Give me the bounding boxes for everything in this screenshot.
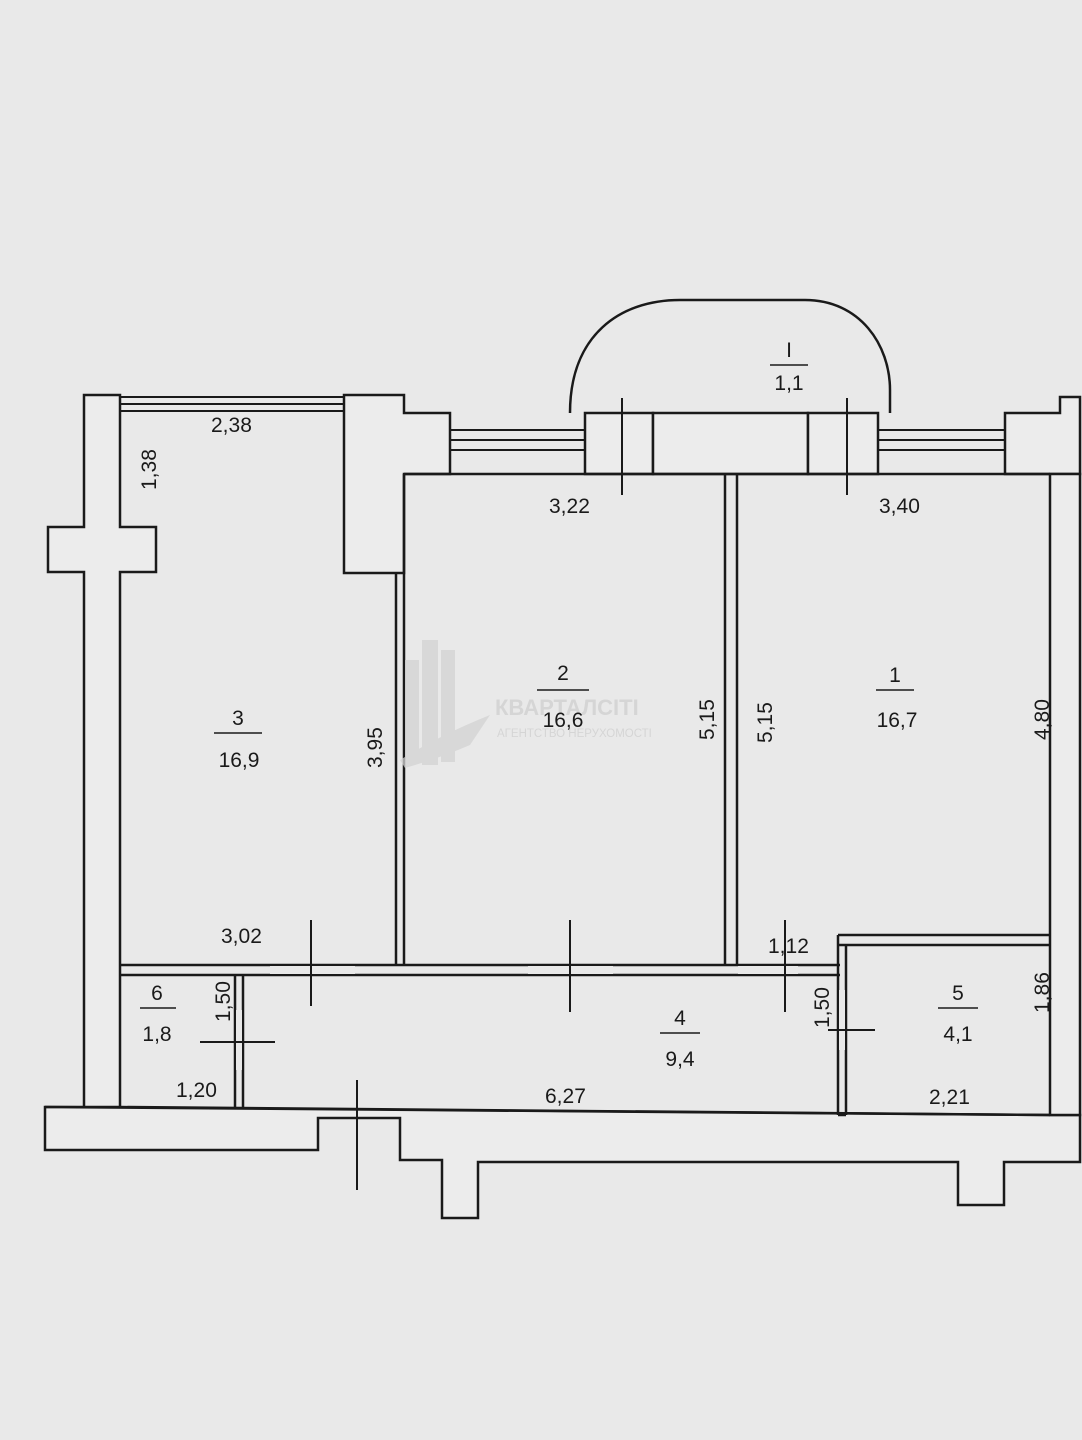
watermark-tagline: АГЕНТСТВО НЕРУХОМОСТІ (497, 728, 652, 740)
right-outer-wall (1048, 472, 1082, 1117)
dim-room5-bottom: 2,21 (929, 1086, 970, 1109)
dim-corridor-bottom: 6,27 (545, 1085, 586, 1108)
dim-room6-height: 1,50 (212, 981, 235, 1022)
room-3-number: 3 (232, 707, 244, 730)
room-6-area: 1,8 (142, 1023, 171, 1046)
watermark-brand: КВАРТАЛСІТІ (495, 695, 639, 720)
room-5-area: 4,1 (943, 1023, 972, 1046)
room-2-area: 16,6 (543, 709, 584, 732)
dim-room5-left: 1,50 (811, 987, 834, 1028)
building-logo-icon (400, 640, 490, 768)
dim-room3-bottom: 3,02 (221, 925, 262, 948)
agency-watermark: КВАРТАЛСІТІ АГЕНТСТВО НЕРУХОМОСТІ (400, 640, 652, 768)
room-1-area: 16,7 (877, 709, 918, 732)
room-balcony-number: I (786, 339, 792, 362)
dimension-labels: 2,38 1,38 3,95 3,02 3,22 5,15 5,15 3,40 … (138, 414, 1054, 1109)
room-4-number: 4 (674, 1007, 686, 1030)
room-1-number: 1 (889, 664, 901, 687)
bottom-outer-wall (43, 1105, 1082, 1220)
windows (120, 396, 1005, 451)
room-5-number: 5 (952, 982, 964, 1005)
dim-room5-height: 1,86 (1031, 972, 1054, 1013)
top-wall-block-1 (583, 411, 655, 476)
top-wall-block-2 (651, 411, 810, 476)
room-labels: I 1,1 1 16,7 2 16,6 3 16,9 4 9,4 5 4,1 6… (140, 339, 978, 1071)
dim-room6-bottom: 1,20 (176, 1079, 217, 1102)
balcony-outline (568, 298, 892, 414)
walls (43, 393, 1082, 1220)
room-6-number: 6 (151, 982, 163, 1005)
dim-room3-height: 3,95 (364, 727, 387, 768)
dim-room1-top: 3,40 (879, 495, 920, 518)
dim-room2-right: 5,15 (696, 699, 719, 740)
room-4-area: 9,4 (665, 1048, 695, 1071)
dim-room2-top: 3,22 (549, 495, 590, 518)
room-3-area: 16,9 (219, 749, 260, 772)
dim-corridor-step: 1,12 (768, 935, 809, 958)
dim-room1-right: 4,80 (1031, 699, 1054, 740)
top-wall-block-3 (806, 411, 880, 476)
room-2-number: 2 (557, 662, 569, 685)
dim-room3-side: 1,38 (138, 449, 161, 490)
dim-room1-left: 5,15 (754, 702, 777, 743)
room-balcony-area: 1,1 (774, 372, 803, 395)
dim-room3-top: 2,38 (211, 414, 252, 437)
door-marks (200, 398, 875, 1190)
